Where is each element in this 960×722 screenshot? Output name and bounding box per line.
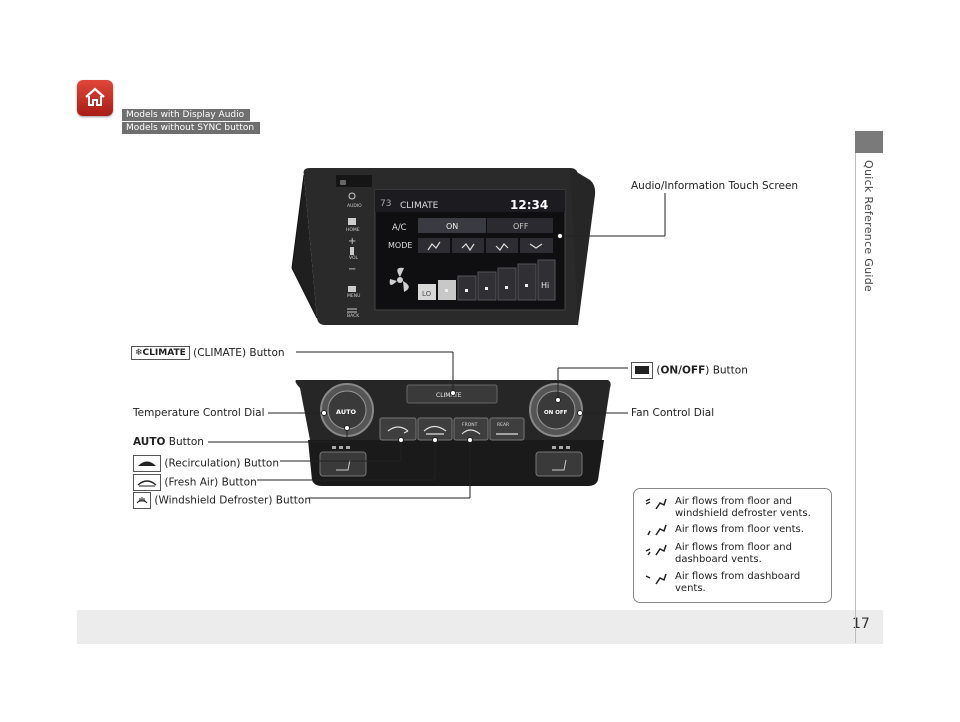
climate-chip: ❄CLIMATE [131,346,190,360]
dashboard-airflow-icon [645,573,667,585]
legend-item-dashboard: Air flows from dashboard vents. [675,571,801,594]
section-divider [855,153,856,643]
screen-fan-hi: Hi [541,281,549,290]
screen-mode-label: MODE [388,241,412,250]
callout-defroster-button: (Windshield Defroster) Button [133,492,311,509]
screen-ac-label: A/C [392,223,407,233]
callout-climate-button: ❄CLIMATE (CLIMATE) Button [131,346,285,360]
callout-touch-screen: Audio/Information Touch Screen [631,180,799,192]
panel-rear-label: REAR [497,422,509,428]
floor-airflow-icon [647,524,667,536]
floor-defrost-airflow-icon [645,498,667,510]
airflow-legend: Air flows from floor and windshield defr… [633,488,832,603]
section-title: Quick Reference Guide [862,160,875,293]
legend-item-floor-dashboard: Air flows from floor and dashboard vents… [675,542,792,565]
callout-recirculation-button: (Recirculation) Button [133,455,279,472]
callout-fresh-air-button: (Fresh Air) Button [133,474,257,491]
home-icon [85,87,105,106]
home-button[interactable] [77,80,113,116]
screen-ac-on: ON [446,222,458,231]
screen-side-vol: VOL [349,255,359,261]
screen-ac-off: OFF [513,222,529,231]
svg-text:−: − [348,264,356,275]
model-tag-display-audio: Models with Display Audio [122,109,250,121]
panel-climate-label: CLIMATE [436,392,462,399]
callout-temperature-dial: Temperature Control Dial [133,407,265,419]
fresh-air-icon [133,474,161,491]
screen-side-home: HOME [346,227,360,233]
screen-fan-lo: LO [422,290,432,298]
legend-item-floor: Air flows from floor vents. [675,524,804,535]
svg-text:+: + [348,236,356,247]
onoff-icon [631,362,653,379]
screen-side-menu: MENU [347,293,360,299]
screen-clock: 12:34 [510,198,548,212]
callout-fan-dial: Fan Control Dial [631,407,715,419]
screen-temp: 73 [380,199,391,209]
callout-onoff-button: (ON/OFF) Button [631,362,748,379]
screen-side-audio: AUDIO [347,203,362,209]
screen-title: CLIMATE [400,201,439,211]
callout-auto-button: AUTO Button [133,436,204,448]
legend-item-floor-defrost: Air flows from floor and windshield defr… [675,496,811,519]
recirculation-icon [133,455,161,472]
panel-dial-auto-text: AUTO [336,408,357,416]
section-tab [855,131,883,153]
page-number: 17 [852,616,870,632]
floor-dashboard-airflow-icon [645,544,667,556]
touch-screen-unit: AUDIO HOME + VOL − MENU BACK 73 CLIMATE … [291,168,596,325]
climate-control-panel: CLIMATE AUTO ON OFF FRONT REAR [295,380,611,486]
footer-band [77,610,883,644]
defroster-icon [133,492,151,509]
model-tag-no-sync: Models without SYNC button [122,122,260,134]
panel-dial-onoff-text: ON OFF [544,410,568,416]
screen-fan-icon [389,267,409,292]
panel-front-label: FRONT [462,422,478,428]
screen-side-back: BACK [347,313,360,319]
